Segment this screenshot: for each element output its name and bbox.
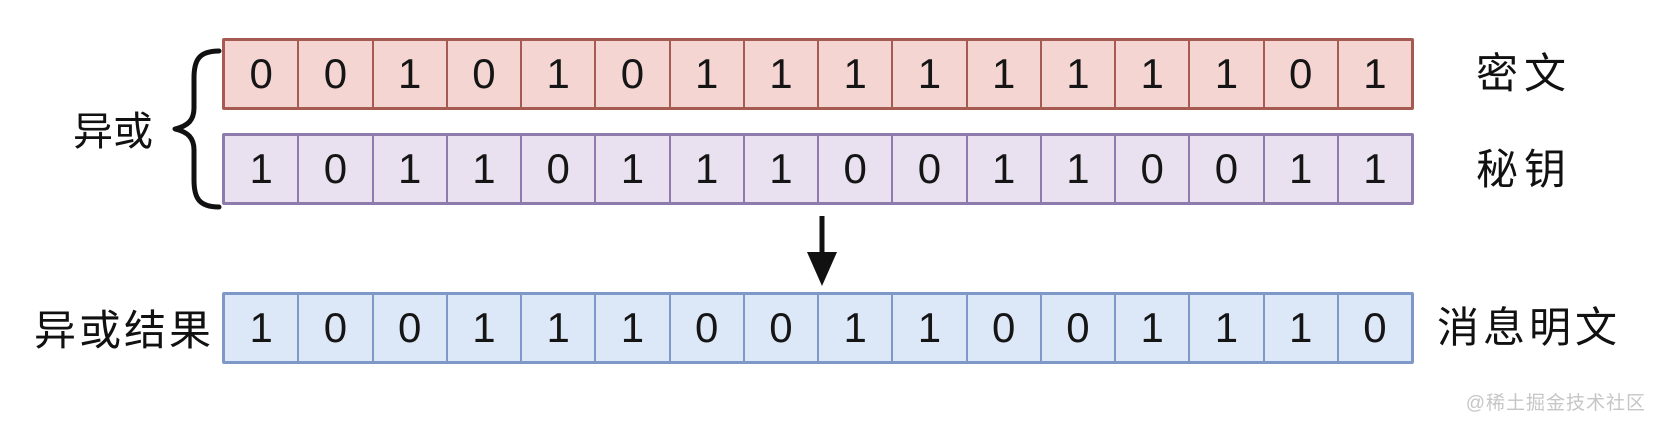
ciphertext-label: 密文 [1476,50,1573,97]
bit-cell: 1 [1265,295,1339,361]
watermark: @稀土掘金技术社区 [1465,393,1646,414]
bit-cell: 1 [819,295,894,361]
bit-cell: 0 [671,295,745,361]
bit-cell: 0 [374,295,448,361]
bit-cell: 1 [968,136,1042,202]
bit-cell: 1 [225,136,300,202]
bit-cell: 1 [1265,136,1339,202]
bit-cell: 1 [374,136,448,202]
bit-cell: 1 [1190,295,1265,361]
bit-cell: 0 [299,136,374,202]
bit-cell: 0 [1190,136,1265,202]
left-brace-icon [172,48,222,210]
bit-cell: 1 [1363,50,1387,97]
bit-cell: 1 [448,136,522,202]
bit-cell: 1 [968,41,1042,107]
bit-cell: 1 [225,295,300,361]
bit-cell: 1 [745,41,819,107]
plaintext-label: 消息明文 [1437,304,1622,351]
bit-cell: 0 [819,136,894,202]
bit-cell: 0 [1363,304,1387,351]
bit-cell: 0 [1265,41,1339,107]
bit-cell: 1 [1042,136,1116,202]
bit-cell: 1 [1042,41,1116,107]
bit-cell: 1 [448,295,522,361]
bit-cell: 1 [1363,145,1387,192]
bit-cell: 0 [968,295,1042,361]
bit-cell: 1 [1116,41,1191,107]
key-label: 秘钥 [1476,146,1573,193]
bit-cell: 1 [745,136,819,202]
bit-cell: 1 [893,41,968,107]
xor-result-label: 异或结果 [34,307,215,354]
bit-cell: 0 [299,295,374,361]
bit-cell: 1 [522,295,597,361]
bit-cell: 0 [448,41,522,107]
down-arrow-icon [807,216,837,286]
bit-cell: 1 [1116,295,1191,361]
bit-cell: 1 [522,41,597,107]
bit-cell: 1 [1190,41,1265,107]
bit-cell: 0 [1042,295,1116,361]
bit-cell: 0 [596,41,671,107]
bit-cell: 0 [893,136,968,202]
bit-cell: 0 [299,41,374,107]
bit-cell: 1 [819,41,894,107]
bit-cell: 1 [893,295,968,361]
bit-cell: 1 [596,295,671,361]
bit-cell: 1 [374,41,448,107]
bit-cell: 1 [671,136,745,202]
xor-operator-label: 异或 [73,110,153,154]
bit-cell: 0 [225,41,300,107]
bit-cell: 0 [1116,136,1191,202]
bit-cell: 1 [671,41,745,107]
bit-cell: 0 [745,295,819,361]
bit-cell: 0 [522,136,597,202]
bit-cell: 1 [596,136,671,202]
